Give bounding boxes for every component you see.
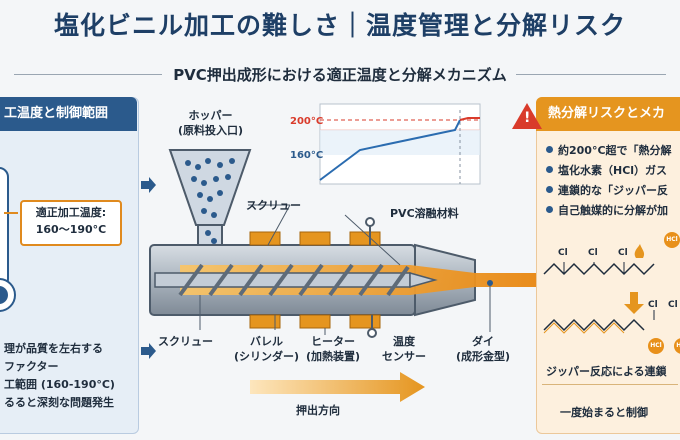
right-panel xyxy=(536,97,680,434)
arrow-right-icon xyxy=(141,343,156,359)
flame-icon xyxy=(634,244,645,258)
chart-line-danger xyxy=(459,117,480,121)
warning-icon: ! xyxy=(512,103,542,129)
screw-bottom-label: スクリュー xyxy=(158,335,213,348)
cl-atom: Cl xyxy=(558,248,568,258)
risk-bullet: 自己触媒的に分解が加 xyxy=(546,202,668,218)
temperature-profile-chart: 200°C 160°C xyxy=(290,103,481,185)
hcl-molecule: HCl xyxy=(674,338,680,354)
temp-range-box: 適正加工温度: 160〜190°C xyxy=(20,200,122,246)
barrel-label: バレル(シリンダー) xyxy=(234,335,300,363)
temp-pointer xyxy=(4,212,18,214)
zipper-caption: ジッパー反応による連鎖 xyxy=(546,365,667,378)
right-panel-heading: 熱分解リスクとメカ xyxy=(536,97,680,131)
divider xyxy=(542,384,678,385)
temp-range-value: 160〜190°C xyxy=(35,223,107,236)
left-note: 理が品質を左右する xyxy=(4,342,103,355)
left-note: ファクター xyxy=(4,360,59,373)
cl-atom: Cl xyxy=(668,300,678,310)
divider xyxy=(14,74,162,75)
screw-top-label: スクリュー xyxy=(246,199,301,212)
cl-atom: Cl xyxy=(648,300,658,310)
left-panel xyxy=(0,97,139,434)
risk-bullet: 約200°C超で「熱分解 xyxy=(546,142,672,158)
temp-range-label: 適正加工温度: xyxy=(35,206,107,219)
hcl-molecule: HCl xyxy=(648,338,664,354)
die-label: ダイ(成形金型) xyxy=(456,335,511,363)
arrow-right-icon xyxy=(141,177,156,193)
arrow-down-icon xyxy=(624,292,644,314)
extruder-diagram xyxy=(149,149,540,402)
chart-line-safe xyxy=(319,119,461,181)
sensor-label: 温度センサー xyxy=(382,335,426,363)
risk-bullet: 連鎖的な「ジッパー反 xyxy=(546,182,668,198)
polymer-chain-diagram xyxy=(543,244,655,334)
cl-atom: Cl xyxy=(588,248,598,258)
heater-label: ヒーター(加熱装置) xyxy=(306,335,361,363)
hcl-molecule: HCl xyxy=(664,232,680,248)
left-note: 工範囲 (160-190°C) xyxy=(4,378,115,391)
hopper-label: ホッパー(原料投入口) xyxy=(178,109,244,137)
chart-tick: 160°C xyxy=(290,150,323,161)
melt-label: PVC溶融材料 xyxy=(390,207,459,220)
extrusion-direction-label: 押出方向 xyxy=(296,404,340,417)
page-title: 塩化ビニル加工の難しさ｜温度管理と分解リスク xyxy=(53,11,626,40)
thermometer-icon xyxy=(0,167,16,312)
chart-tick: 200°C xyxy=(290,116,323,127)
page-subtitle: PVC押出成形における適正温度と分解メカニズム xyxy=(173,66,507,84)
right-panel-footer: 一度始まると制御 xyxy=(560,406,648,419)
cl-atom: Cl xyxy=(618,248,628,258)
left-panel-heading: 工温度と制御範囲 xyxy=(0,97,137,131)
risk-bullet: 塩化水素（HCl）ガス xyxy=(546,162,667,178)
divider xyxy=(516,74,666,75)
left-note: るると深刻な問題発生 xyxy=(4,396,114,409)
